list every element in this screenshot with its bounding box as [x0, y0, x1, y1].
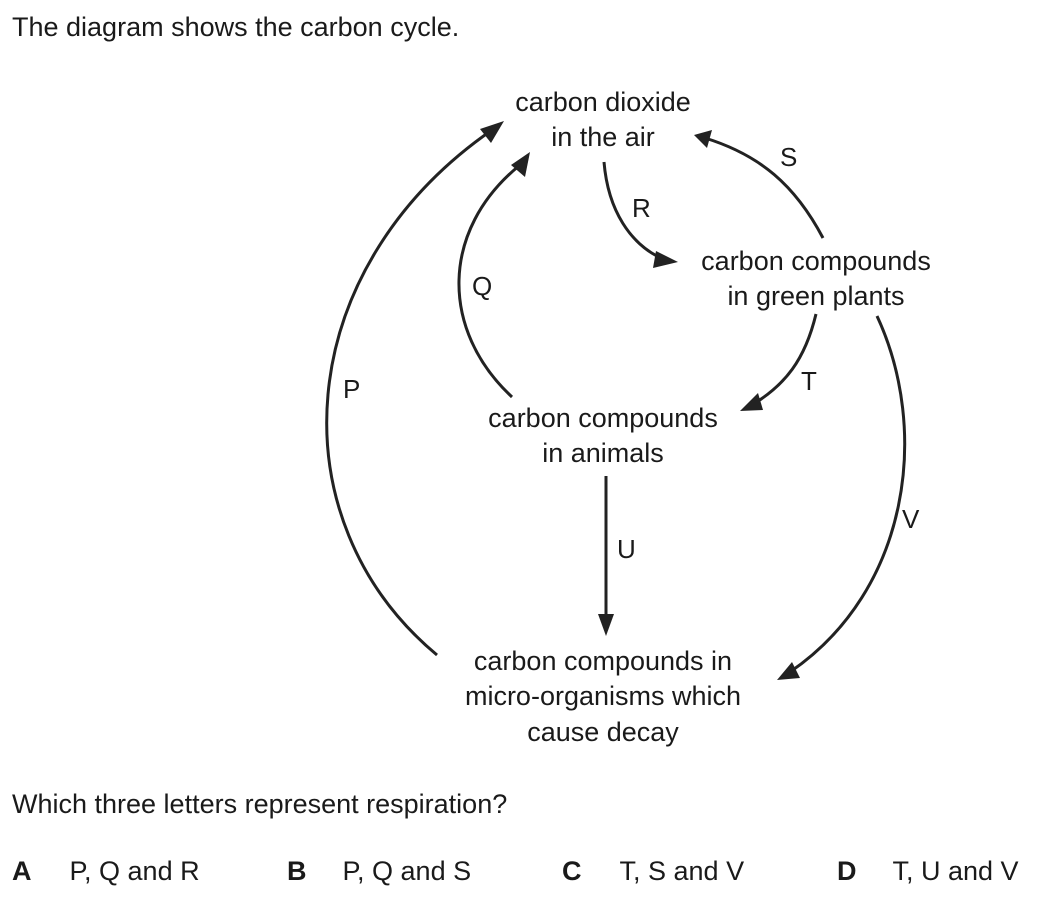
node-plants-line-2: in green plants [727, 281, 904, 311]
label-u: U [617, 534, 636, 564]
label-q: Q [472, 271, 492, 301]
option-d-letter: D [837, 856, 857, 886]
option-a-text: P, Q and R [69, 856, 200, 886]
node-animals-line-1: carbon compounds [488, 403, 718, 433]
arrow-u [598, 476, 614, 636]
label-s: S [780, 142, 797, 172]
arrow-s [694, 130, 825, 239]
option-c-letter: C [562, 856, 582, 886]
node-micro-organisms: carbon compounds in micro-organisms whic… [465, 646, 741, 747]
node-microbes-line-3: cause decay [527, 717, 679, 747]
option-a[interactable]: A P, Q and R [12, 854, 200, 888]
label-t: T [801, 366, 817, 396]
node-animals: carbon compounds in animals [488, 403, 718, 468]
node-green-plants: carbon compounds in green plants [701, 246, 931, 311]
node-air-line-2: in the air [551, 122, 655, 152]
intro-text: The diagram shows the carbon cycle. [12, 12, 460, 42]
node-plants-line-1: carbon compounds [701, 246, 931, 276]
arrow-t [740, 313, 818, 411]
arrow-r [602, 161, 678, 268]
answer-options: A P, Q and R B P, Q and S C T, S and V D T, … [0, 854, 1061, 890]
node-microbes-line-2: micro-organisms which [465, 681, 741, 711]
arrow-labels: P Q R S T U V [343, 142, 920, 564]
node-carbon-dioxide-air: carbon dioxide in the air [515, 87, 691, 152]
option-c[interactable]: C T, S and V [562, 854, 744, 888]
arrow-p [325, 121, 504, 657]
option-b[interactable]: B P, Q and S [287, 854, 471, 888]
node-microbes-line-1: carbon compounds in [474, 646, 732, 676]
node-air-line-1: carbon dioxide [515, 87, 691, 117]
arrow-q [457, 152, 530, 399]
label-r: R [632, 193, 651, 223]
option-c-text: T, S and V [619, 856, 745, 886]
option-b-text: P, Q and S [342, 856, 472, 886]
node-animals-line-2: in animals [542, 438, 664, 468]
option-a-letter: A [12, 856, 32, 886]
option-d-text: T, U and V [892, 856, 1019, 886]
label-v: V [902, 504, 920, 534]
option-b-letter: B [287, 856, 307, 886]
arrow-v [777, 315, 907, 680]
question-text: Which three letters represent respiratio… [12, 789, 508, 819]
label-p: P [343, 374, 360, 404]
option-d[interactable]: D T, U and V [837, 854, 1019, 888]
